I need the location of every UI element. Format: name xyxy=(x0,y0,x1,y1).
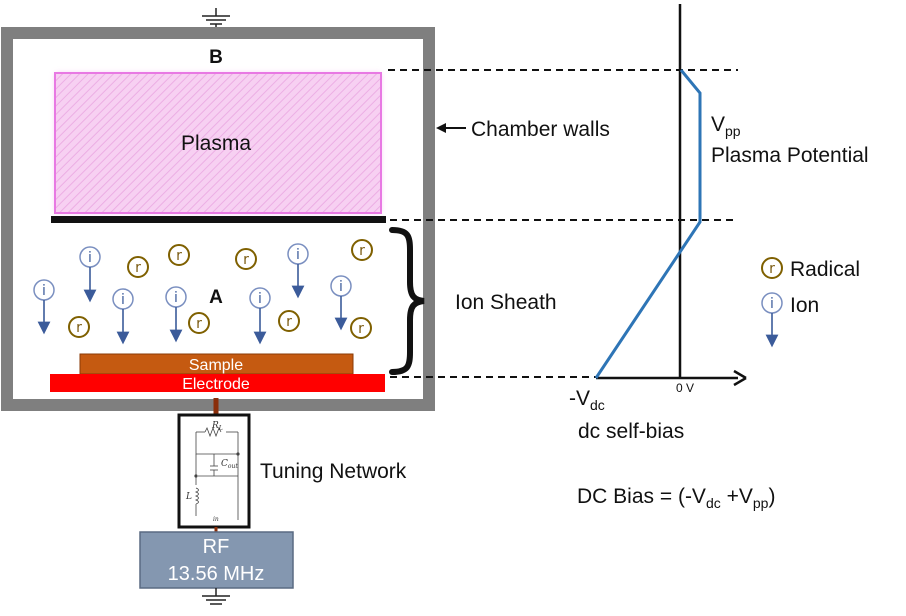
dc-bias-equation: DC Bias = (-Vdc +Vpp) xyxy=(577,485,775,511)
potential-axis-horizontal xyxy=(596,369,747,387)
electrode-label: Electrode xyxy=(182,376,250,393)
ion-particle: i xyxy=(79,246,101,303)
svg-text:i: i xyxy=(174,290,178,306)
legend-radical: r xyxy=(761,257,783,279)
chamber-walls-label: Chamber walls xyxy=(471,118,610,141)
vpp-label: Vpp xyxy=(711,113,741,139)
neg-vdc-label: -Vdc xyxy=(569,387,605,413)
svg-text:r: r xyxy=(286,314,292,330)
plasma-region xyxy=(54,72,382,214)
sheath-boundary xyxy=(51,216,386,223)
svg-text:i: i xyxy=(121,292,125,308)
rf-label: RF xyxy=(203,536,230,558)
rf-source-box xyxy=(139,531,294,589)
ground-icon-bottom xyxy=(202,588,230,605)
svg-text:i: i xyxy=(296,247,300,263)
radical-particle: r xyxy=(68,316,90,338)
svg-text:i: i xyxy=(770,296,774,312)
ion-particle: i xyxy=(165,286,187,343)
tuning-network-circuit xyxy=(194,426,240,520)
resistor-label: RL xyxy=(211,421,223,432)
plasma-label: Plasma xyxy=(181,132,251,155)
legend-radical-label: Radical xyxy=(790,258,860,281)
capacitor-label: Cout xyxy=(221,459,238,470)
svg-text:r: r xyxy=(135,260,141,276)
rf-frequency-label: 13.56 MHz xyxy=(168,563,265,585)
particles: i i i i i i i xyxy=(33,239,373,345)
input-node-label: in xyxy=(213,516,219,523)
ion-particle: i xyxy=(249,287,271,345)
radical-particle: r xyxy=(350,317,372,339)
svg-text:r: r xyxy=(243,252,249,268)
tuning-network-label: Tuning Network xyxy=(260,460,407,483)
legend-ion-label: Ion xyxy=(790,294,819,317)
ion-particle: i xyxy=(33,279,55,335)
ion-sheath-brace xyxy=(389,227,425,375)
ion-sheath-label: Ion Sheath xyxy=(455,291,557,314)
ion-particle: i xyxy=(287,243,309,299)
ion-particle: i xyxy=(330,275,352,331)
chamber-walls-pointer xyxy=(436,123,466,133)
svg-text:r: r xyxy=(359,243,365,259)
sample-label: Sample xyxy=(189,357,243,374)
electrode-block xyxy=(50,374,385,392)
svg-text:r: r xyxy=(358,321,364,337)
top-electrode-label: B xyxy=(209,47,223,68)
legend-ion: i xyxy=(761,292,783,348)
inductor-label: L xyxy=(185,492,192,502)
sheath-region-label: A xyxy=(209,287,223,308)
svg-text:i: i xyxy=(42,283,46,299)
dc-self-bias-label: dc self-bias xyxy=(578,420,684,443)
svg-text:i: i xyxy=(258,291,262,307)
svg-text:r: r xyxy=(176,248,182,264)
radical-particle: r xyxy=(168,244,190,266)
svg-text:r: r xyxy=(769,261,775,277)
svg-text:r: r xyxy=(76,320,82,336)
potential-profile-line xyxy=(594,69,702,379)
radical-particle: r xyxy=(188,312,210,334)
svg-text:i: i xyxy=(339,279,343,295)
svg-text:r: r xyxy=(196,316,202,332)
ion-particle: i xyxy=(112,288,134,345)
zero-volt-label: 0 V xyxy=(676,381,694,395)
radical-particle: r xyxy=(278,310,300,332)
svg-text:i: i xyxy=(88,250,92,266)
plasma-potential-label: Plasma Potential xyxy=(711,144,869,167)
radical-particle: r xyxy=(351,239,373,261)
ground-icon-top xyxy=(202,8,230,28)
radical-particle: r xyxy=(127,256,149,278)
radical-particle: r xyxy=(235,248,257,270)
